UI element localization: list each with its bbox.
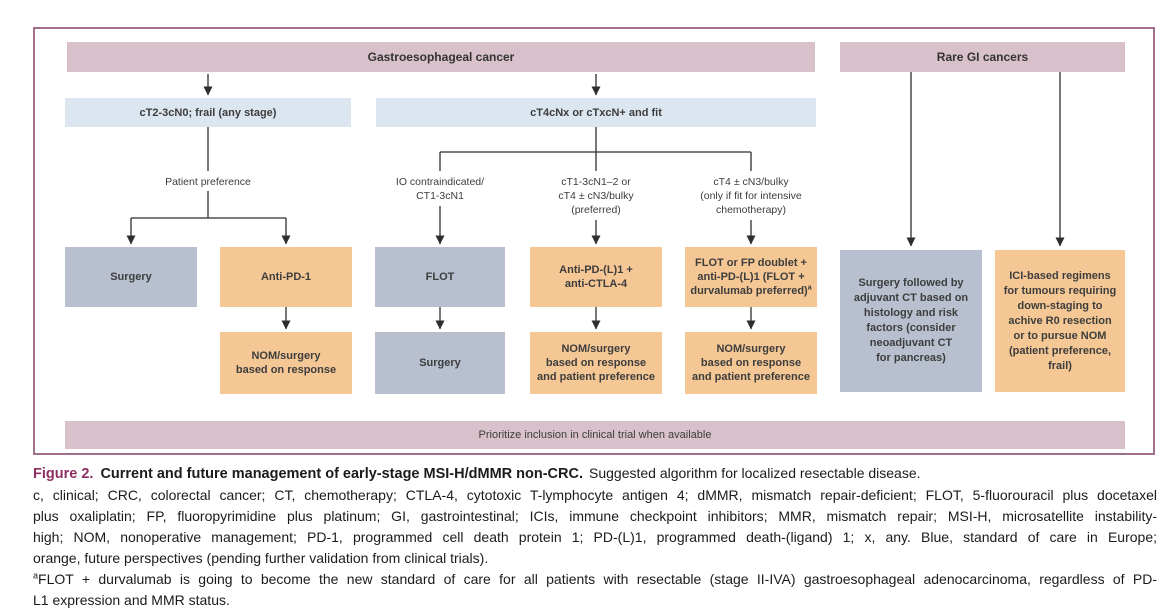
gastroesophageal-cancer-header: Gastroesophageal cancer: [67, 42, 815, 72]
stage-box-ct2-3cn0-frail: cT2-3cN0; frail (any stage): [65, 98, 351, 127]
caption-title-rest: Suggested algorithm for localized resect…: [589, 465, 921, 481]
footnote-marker-a: a: [807, 284, 812, 292]
node-flot-fp-doublet: FLOT or FP doublet + anti-PD-(L)1 (FLOT …: [685, 247, 817, 307]
node-surgery-1: Surgery: [65, 247, 197, 307]
node-surgery-2: Surgery: [375, 332, 505, 394]
node-surgery-1-label: Surgery: [110, 271, 152, 283]
node-anti-pd-l1-anti-ctla-4-label: Anti-PD-(L)1 + anti-CTLA-4: [559, 264, 633, 290]
caption-abbrev-line-3: high; NOM, nonoperative management; PD-1…: [33, 529, 1157, 545]
node-rare-ici-regimens: ICI-based regimens for tumours requiring…: [995, 250, 1125, 392]
rare-gi-cancers-header: Rare GI cancers: [840, 42, 1125, 72]
branch-label-patient-preference: Patient preference: [165, 176, 251, 188]
caption-abbrev-line-2: plus oxaliplatin; FP, fluoropyrimidine p…: [33, 508, 1157, 524]
figure-caption: Figure 2. Current and future management o…: [33, 463, 1157, 611]
node-nom-surgery-response: NOM/surgery based on response: [220, 332, 352, 394]
clinical-trial-banner-label: Prioritize inclusion in clinical trial w…: [478, 429, 712, 441]
caption-footnote-line-1: aFLOT + durvalumab is going to become th…: [33, 570, 1157, 587]
rare-gi-cancers-header-label: Rare GI cancers: [936, 50, 1029, 64]
branch-label-ct4-cn3-bulky: cT4 ± cN3/bulky (only if fit for intensi…: [700, 176, 802, 216]
caption-footnote-marker: a: [33, 570, 39, 581]
node-rare-ici-regimens-label: ICI-based regimens for tumours requiring…: [1003, 269, 1117, 372]
caption-footnote-line-2: L1 expression and MMR status.: [33, 592, 230, 608]
node-rare-surgery-adjuvant-ct-label: Surgery followed by adjuvant CT based on…: [853, 277, 969, 364]
node-flot-fp-doublet-label: FLOT or FP doublet + anti-PD-(L)1 (FLOT …: [690, 257, 812, 297]
caption-title-bold: Current and future management of early-s…: [100, 466, 583, 482]
node-nom-surgery-preference-1: NOM/surgery based on response and patien…: [530, 332, 662, 394]
stage-box-right-label: cT4cNx or cTxcN+ and fit: [530, 106, 662, 119]
caption-title-line: Figure 2. Current and future management o…: [33, 463, 1157, 485]
gastroesophageal-cancer-header-label: Gastroesophageal cancer: [367, 50, 515, 64]
node-rare-surgery-adjuvant-ct: Surgery followed by adjuvant CT based on…: [840, 250, 982, 392]
node-anti-pd-1-label: Anti-PD-1: [260, 271, 312, 283]
caption-abbrev-line-4: orange, future perspectives (pending fur…: [33, 550, 489, 566]
node-surgery-2-label: Surgery: [419, 357, 461, 369]
branch-label-io-contraindicated: IO contraindicated/ CT1-3cN1: [395, 176, 485, 202]
node-nom-surgery-response-label: NOM/surgery based on response: [235, 350, 337, 376]
stage-box-ct4cnx-fit: cT4cNx or cTxcN+ and fit: [376, 98, 816, 127]
branch-label-ct1-3cn1-2: cT1-3cN1–2 or cT4 ± cN3/bulky (preferred…: [558, 176, 634, 216]
node-flot: FLOT: [375, 247, 505, 307]
clinical-trial-banner: Prioritize inclusion in clinical trial w…: [65, 421, 1125, 449]
figure-number-label: Figure 2.: [33, 466, 94, 482]
node-nom-surgery-preference-2: NOM/surgery based on response and patien…: [685, 332, 817, 394]
node-flot-label: FLOT: [425, 271, 455, 283]
node-anti-pd-1: Anti-PD-1: [220, 247, 352, 307]
caption-abbrev-line-1: c, clinical; CRC, colorectal cancer; CT,…: [33, 487, 1157, 503]
stage-box-left-label: cT2-3cN0; frail (any stage): [139, 106, 277, 119]
node-nom-surgery-preference-2-label: NOM/surgery based on response and patien…: [692, 343, 810, 383]
node-anti-pd-l1-anti-ctla-4: Anti-PD-(L)1 + anti-CTLA-4: [530, 247, 662, 307]
node-nom-surgery-preference-1-label: NOM/surgery based on response and patien…: [537, 343, 655, 383]
